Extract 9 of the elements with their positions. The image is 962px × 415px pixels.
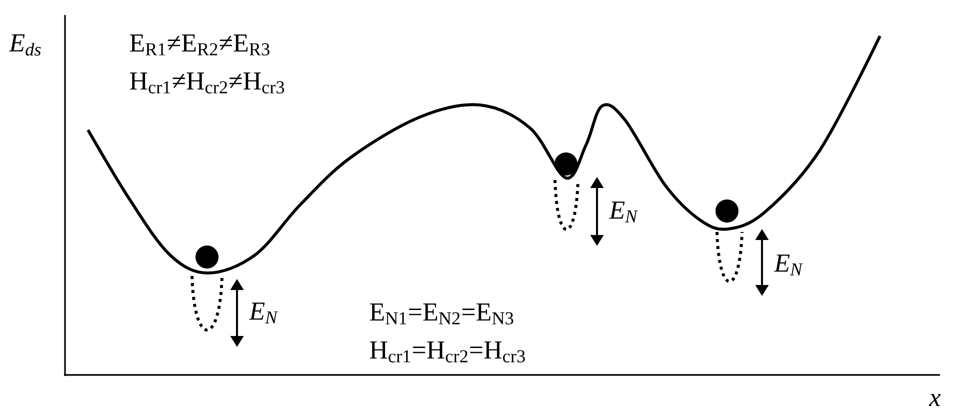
energy-label: E$_{N}$ — [248, 302, 278, 324]
energy-label: E$_{N}$ — [774, 254, 804, 276]
equality-text: H$_{cr1}$=H$_{cr2}$=H$_{cr3}$ — [370, 342, 525, 362]
inequality-text: E$_{R1}$≠E$_{R2}$≠E$_{R3}$ — [130, 34, 270, 56]
energy-label: E$_{N}$ — [608, 202, 638, 222]
equality-text: E$_{N1}$=E$_{N2}$=E$_{N3}$ — [370, 304, 514, 324]
axis-label: x — [928, 394, 941, 406]
inequality-text: H$_{cr1}$≠H$_{cr2}$≠H$_{cr3}$ — [130, 72, 284, 94]
axis-label: E$_{ds}$ — [8, 34, 41, 56]
